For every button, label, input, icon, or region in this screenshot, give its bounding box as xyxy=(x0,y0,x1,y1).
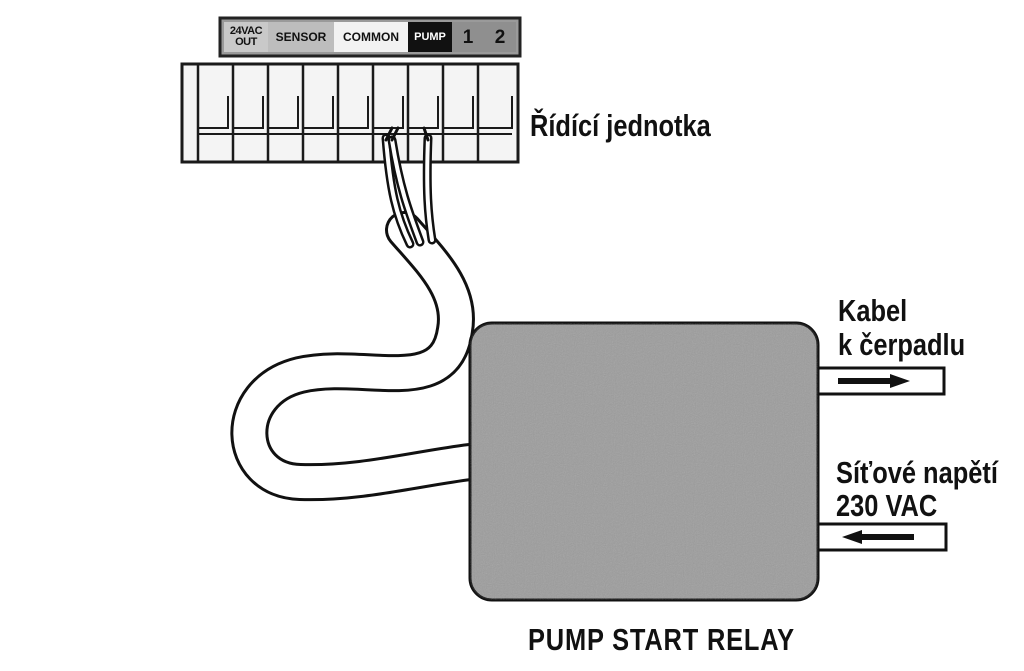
terminal-label-sensor: SENSOR xyxy=(275,29,327,44)
terminal-block xyxy=(180,62,520,164)
terminal-label-2: 2 xyxy=(494,26,506,48)
terminal-label-1: 1 xyxy=(462,26,474,48)
pump-cable-label-line1: Kabel xyxy=(838,293,908,328)
mains-label-line2: 230 VAC xyxy=(836,488,938,523)
pump-start-relay-box xyxy=(468,321,820,602)
mains-label-line1: Síťové napětí xyxy=(836,455,998,490)
terminal-label-strip xyxy=(218,16,522,58)
relay-cable xyxy=(230,126,489,502)
controller-label: Řídící jednotka xyxy=(530,108,711,143)
arrow-left-icon xyxy=(842,530,862,544)
mains-cable-stub xyxy=(804,522,948,552)
terminal-label-pump: PUMP xyxy=(414,30,446,43)
relay-caption: PUMP START RELAY xyxy=(528,622,795,657)
terminal-label-common: COMMON xyxy=(343,29,399,44)
arrow-right-icon xyxy=(890,374,910,388)
pump-cable-stub xyxy=(804,366,946,396)
pump-cable-label-line2: k čerpadlu xyxy=(838,327,966,362)
